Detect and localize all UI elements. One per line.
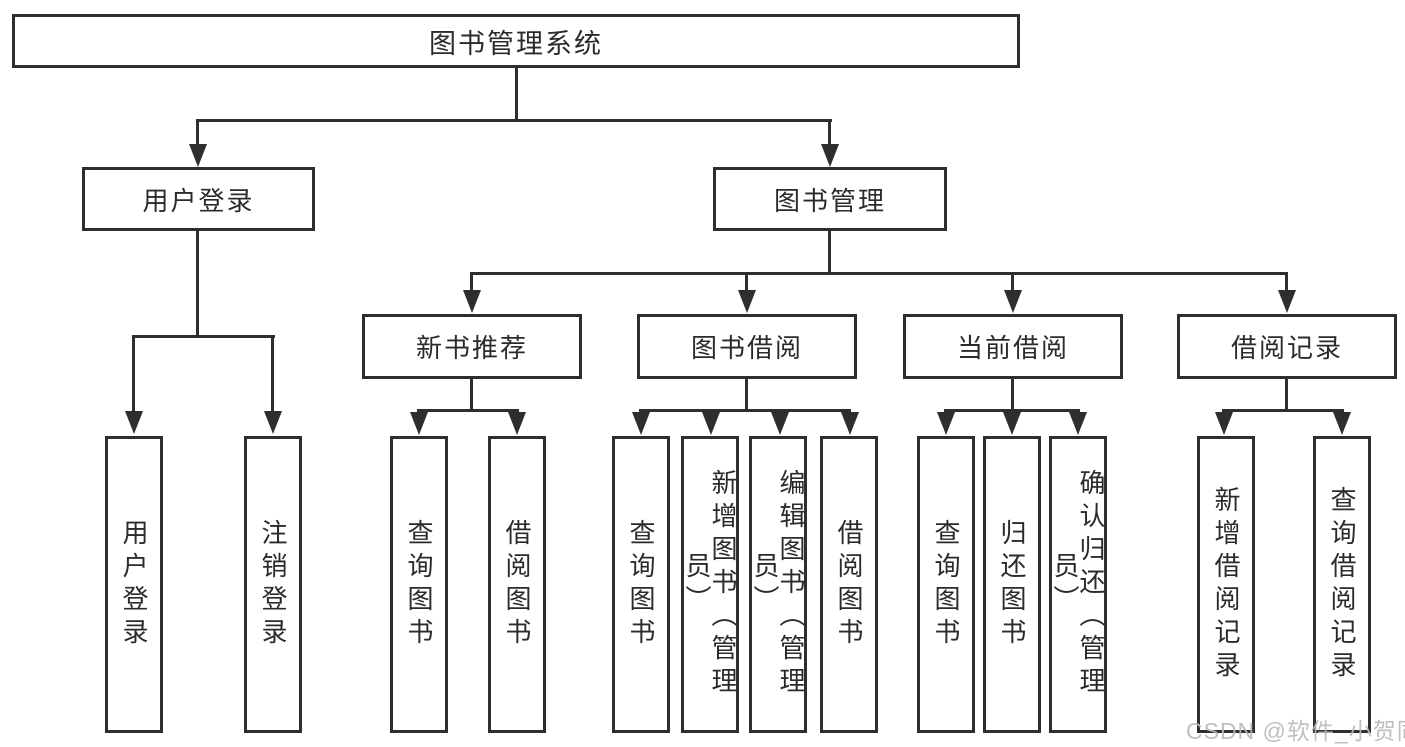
arrowhead-icon: [508, 412, 526, 435]
node-borrowing-records: 借阅记录: [1177, 314, 1397, 379]
leaf-query-books-recommendation: 查询图书: [390, 436, 448, 733]
node-book-management: 图书管理: [713, 167, 947, 231]
leaf-query-books-current: 查询图书: [917, 436, 975, 733]
arrowhead-icon: [738, 290, 756, 313]
leaf-borrow-books: 借阅图书: [820, 436, 878, 733]
arrowhead-icon: [463, 290, 481, 313]
connector-vline: [828, 119, 831, 145]
arrowhead-icon: [632, 412, 650, 435]
connector-vline: [515, 68, 518, 120]
connector-vline: [1011, 272, 1014, 292]
leaf-borrow-books-recommendation: 借阅图书: [488, 436, 546, 733]
arrowhead-icon: [1215, 412, 1233, 435]
arrowhead-icon: [821, 144, 839, 167]
leaf-return-books: 归还图书: [983, 436, 1041, 733]
arrowhead-icon: [189, 144, 207, 167]
node-new-book-recommendation: 新书推荐: [362, 314, 582, 379]
connector-hline: [417, 409, 519, 412]
connector-hline: [639, 409, 851, 412]
connector-vline: [470, 379, 473, 411]
arrowhead-icon: [841, 412, 859, 435]
connector-vline: [1011, 379, 1014, 411]
arrowhead-icon: [410, 412, 428, 435]
node-current-borrowing: 当前借阅: [903, 314, 1123, 379]
connector-hline: [196, 119, 832, 122]
connector-vline: [745, 272, 748, 292]
node-user-login: 用户登录: [82, 167, 315, 231]
leaf-add-borrow-record: 新增借阅记录: [1197, 436, 1255, 733]
connector-hline: [470, 272, 1288, 275]
arrowhead-icon: [1333, 412, 1351, 435]
connector-vline: [1285, 379, 1288, 411]
connector-vline: [745, 379, 748, 411]
connector-vline: [1285, 272, 1288, 292]
node-library-management-system: 图书管理系统: [12, 14, 1020, 68]
connector-vline: [271, 335, 274, 412]
leaf-query-books-borrowing: 查询图书: [612, 436, 670, 733]
leaf-confirm-return-admin: 确认归还（管理员）: [1049, 436, 1107, 733]
node-book-borrowing: 图书借阅: [637, 314, 857, 379]
leaf-logout: 注销登录: [244, 436, 302, 733]
connector-vline: [470, 272, 473, 292]
connector-hline: [1222, 409, 1344, 412]
leaf-user-login: 用户登录: [105, 436, 163, 733]
arrowhead-icon: [264, 411, 282, 434]
arrowhead-icon: [771, 412, 789, 435]
connector-hline: [132, 335, 275, 338]
leaf-add-books-admin: 新增图书（管理员）: [681, 436, 739, 733]
leaf-edit-books-admin: 编辑图书（管理员）: [749, 436, 807, 733]
csdn-watermark: CSDN @软件_小贺同学: [1186, 718, 1405, 744]
arrowhead-icon: [125, 411, 143, 434]
arrowhead-icon: [1004, 290, 1022, 313]
arrowhead-icon: [1003, 412, 1021, 435]
arrowhead-icon: [702, 412, 720, 435]
connector-vline: [828, 231, 831, 274]
connector-vline: [196, 119, 199, 145]
leaf-query-borrow-record: 查询借阅记录: [1313, 436, 1371, 733]
arrowhead-icon: [1069, 412, 1087, 435]
arrowhead-icon: [1278, 290, 1296, 313]
connector-vline: [196, 231, 199, 338]
arrowhead-icon: [937, 412, 955, 435]
connector-vline: [132, 335, 135, 412]
